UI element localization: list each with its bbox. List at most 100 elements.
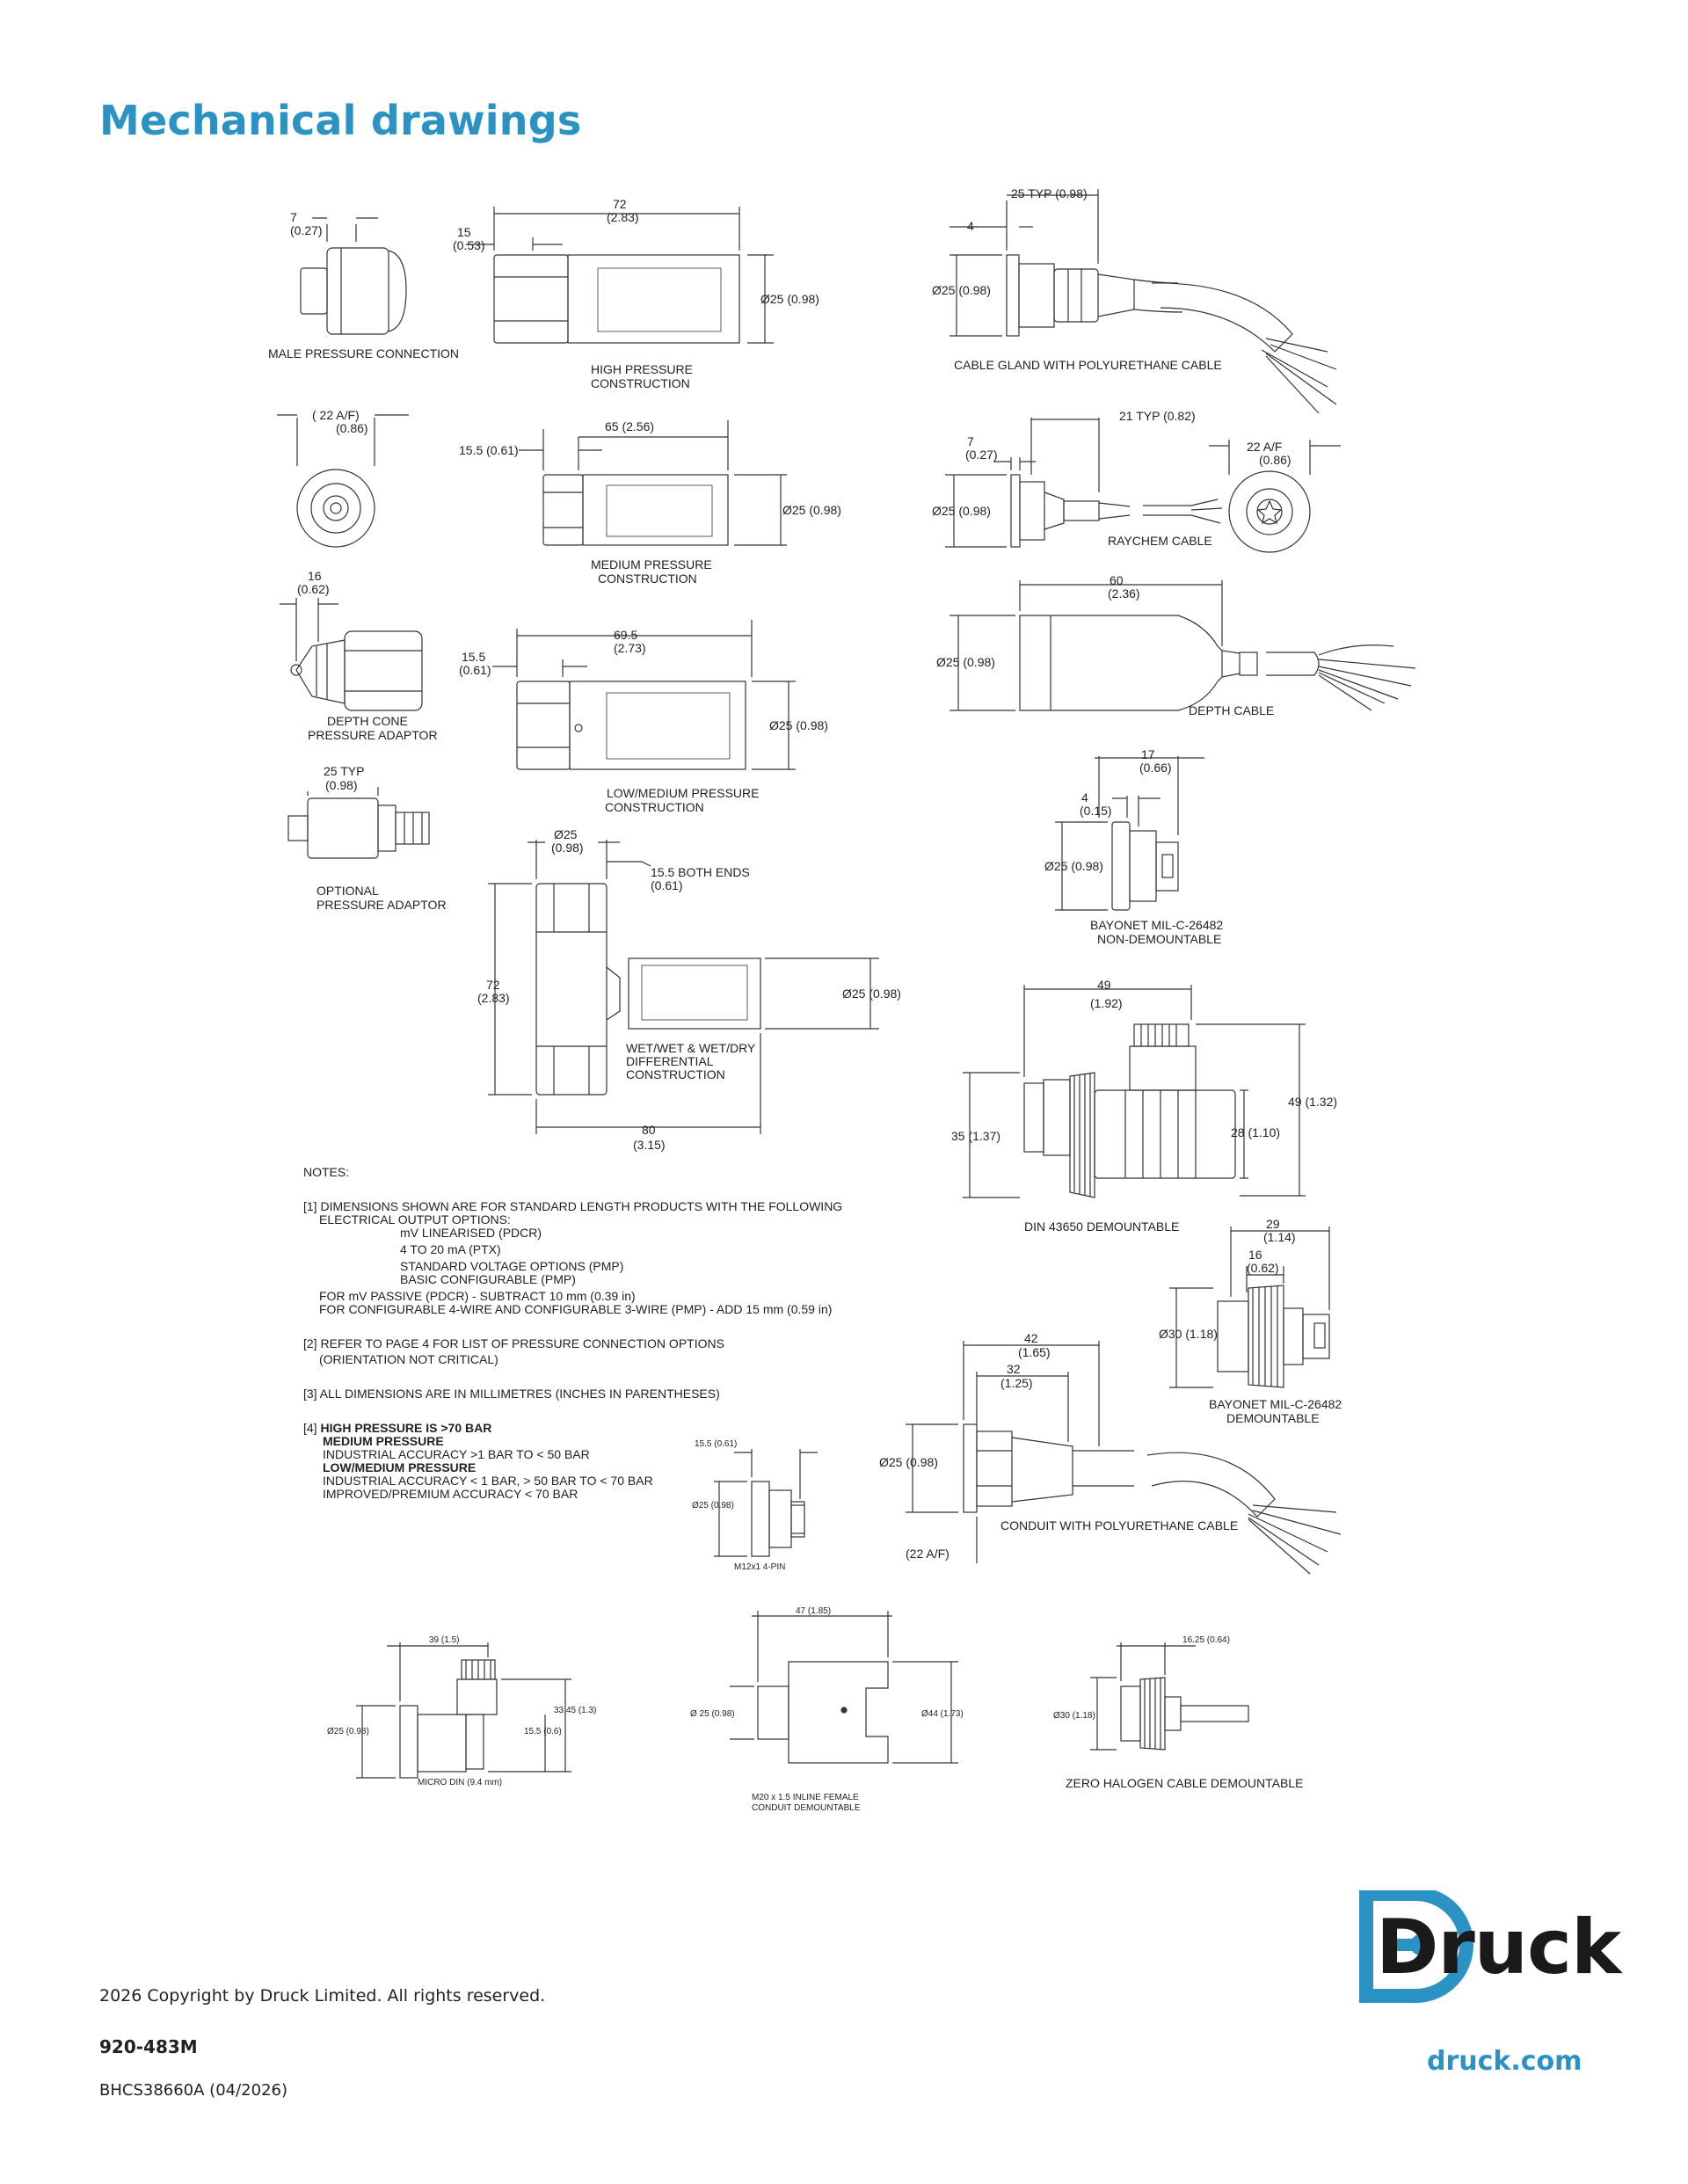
ww-dia: Ø25 (0.98) bbox=[842, 986, 901, 1001]
note-4c: INDUSTRIAL ACCURACY >1 BAR TO < 50 BAR bbox=[323, 1447, 590, 1461]
note-2a: [2] REFER TO PAGE 4 FOR LIST OF PRESSURE… bbox=[303, 1336, 724, 1350]
lm-caption-2: CONSTRUCTION bbox=[605, 800, 704, 814]
bn-caption-1: BAYONET MIL-C-26482 bbox=[1090, 918, 1223, 932]
hp-off: 15 bbox=[457, 225, 471, 239]
din43650-drawing bbox=[963, 985, 1306, 1198]
din-h: 49 (1.32) bbox=[1288, 1095, 1337, 1109]
bn-d4-in: (0.15) bbox=[1080, 804, 1112, 818]
md-d15: 15.5 (0.6) bbox=[524, 1727, 562, 1736]
druck-logo-icon bbox=[1359, 1890, 1473, 2003]
af-dim-in: (0.86) bbox=[336, 421, 368, 435]
bd-d29: 29 bbox=[1266, 1217, 1280, 1231]
brand-url[interactable]: druck.com bbox=[1427, 2046, 1582, 2077]
oa-typ: 25 TYP bbox=[324, 764, 364, 778]
cg-typ: 25 TYP (0.98) bbox=[1011, 186, 1088, 200]
bn-caption-2: NON-DEMOUNTABLE bbox=[1097, 932, 1221, 946]
notes-block: NOTES: [1] DIMENSIONS SHOWN ARE FOR STAN… bbox=[303, 1166, 848, 1501]
dcab-caption: DEPTH CABLE bbox=[1189, 703, 1274, 717]
male-caption: MALE PRESSURE CONNECTION bbox=[268, 346, 459, 360]
ww-both-in: (0.61) bbox=[651, 878, 683, 892]
note-1f: BASIC CONFIGURABLE (PMP) bbox=[400, 1272, 576, 1286]
lm-off-in: (0.61) bbox=[459, 663, 491, 677]
dcab-len: 60 bbox=[1110, 573, 1124, 587]
notes-heading: NOTES: bbox=[303, 1165, 350, 1179]
wetwet-drawing bbox=[488, 840, 879, 1134]
bd-caption-2: DEMOUNTABLE bbox=[1226, 1411, 1320, 1425]
din-caption: DIN 43650 DEMOUNTABLE bbox=[1024, 1219, 1179, 1234]
note-1g: FOR mV PASSIVE (PDCR) - SUBTRACT 10 mm (… bbox=[319, 1289, 636, 1303]
bn-d17-in: (0.66) bbox=[1139, 761, 1172, 775]
ray-dia: Ø25 (0.98) bbox=[932, 504, 991, 518]
depth-cable-drawing bbox=[950, 580, 1416, 711]
depth-cone-drawing bbox=[280, 598, 423, 711]
note-4d: LOW/MEDIUM PRESSURE bbox=[323, 1460, 477, 1474]
note-4f: IMPROVED/PREMIUM ACCURACY < 70 BAR bbox=[323, 1487, 578, 1501]
md-h: 33.45 (1.3) bbox=[554, 1706, 596, 1715]
ray-typ: 21 TYP (0.82) bbox=[1119, 409, 1196, 423]
note-1a: [1] DIMENSIONS SHOWN ARE FOR STANDARD LE… bbox=[303, 1199, 843, 1213]
note-1b: ELECTRICAL OUTPUT OPTIONS: bbox=[319, 1212, 511, 1227]
af-dim: ( 22 A/F) bbox=[312, 408, 360, 422]
lm-off: 15.5 bbox=[462, 650, 485, 664]
ray-af-in: (0.86) bbox=[1259, 453, 1291, 467]
zh-caption: ZERO HALOGEN CABLE DEMOUNTABLE bbox=[1066, 1776, 1303, 1790]
note-4-prefix: [4] bbox=[303, 1421, 321, 1435]
dc-dim-in: (0.62) bbox=[297, 582, 330, 596]
lm-len-in: (2.73) bbox=[614, 641, 646, 655]
bayonet-non-drawing bbox=[1055, 756, 1204, 911]
oa-typ-in: (0.98) bbox=[325, 778, 358, 792]
m20-dia44: Ø44 (1.73) bbox=[921, 1709, 964, 1719]
mechanical-drawings: 7 (0.27) MALE PRESSURE CONNECTION 72 (2.… bbox=[268, 186, 1416, 1813]
oa-caption-2: PRESSURE ADAPTOR bbox=[316, 898, 447, 912]
raychem-drawing bbox=[945, 418, 1341, 553]
bd-caption-1: BAYONET MIL-C-26482 bbox=[1209, 1397, 1342, 1411]
m20-dia: Ø 25 (0.98) bbox=[690, 1709, 735, 1719]
lm-caption-1: LOW/MEDIUM PRESSURE bbox=[607, 786, 759, 800]
ww-h-in: (2.83) bbox=[477, 991, 510, 1005]
md-dia: Ø25 (0.98) bbox=[327, 1727, 369, 1736]
mp-off: 15.5 (0.61) bbox=[459, 443, 519, 457]
bd-dia: Ø30 (1.18) bbox=[1159, 1327, 1218, 1341]
m12-drawing bbox=[714, 1449, 818, 1557]
hp-caption-2: CONSTRUCTION bbox=[591, 376, 690, 390]
hp-len-in: (2.83) bbox=[607, 210, 639, 224]
cable-gland-drawing bbox=[950, 189, 1337, 414]
co-af: (22 A/F) bbox=[906, 1547, 950, 1561]
zh-w: 16.25 (0.64) bbox=[1182, 1635, 1230, 1645]
m20-caption-1: M20 x 1.5 INLINE FEMALE bbox=[752, 1793, 859, 1802]
co-d32: 32 bbox=[1007, 1362, 1021, 1376]
hp-dia: Ø25 (0.98) bbox=[760, 292, 819, 306]
ww-len-in: (3.15) bbox=[633, 1138, 666, 1152]
bn-dia: Ø25 (0.98) bbox=[1044, 859, 1103, 873]
md-caption: MICRO DIN (9.4 mm) bbox=[418, 1778, 502, 1787]
mp-caption-1: MEDIUM PRESSURE bbox=[591, 557, 712, 571]
m12-off: 15.5 (0.61) bbox=[695, 1439, 737, 1449]
ray-caption: RAYCHEM CABLE bbox=[1108, 534, 1212, 548]
ww-caption-2: DIFFERENTIAL bbox=[626, 1054, 714, 1068]
cg-d4: 4 bbox=[967, 219, 974, 233]
dcab-dia: Ø25 (0.98) bbox=[936, 655, 995, 669]
note-1h: FOR CONFIGURABLE 4-WIRE AND CONFIGURABLE… bbox=[319, 1302, 833, 1316]
mp-caption-2: CONSTRUCTION bbox=[598, 571, 697, 586]
footer-doc-number: 920-483M bbox=[99, 2036, 198, 2057]
co-d32-in: (1.25) bbox=[1000, 1376, 1033, 1390]
oa-caption-1: OPTIONAL bbox=[316, 884, 379, 898]
din-w-in: (1.92) bbox=[1090, 996, 1123, 1010]
note-4b: MEDIUM PRESSURE bbox=[323, 1434, 444, 1448]
micro-din-drawing bbox=[356, 1642, 571, 1779]
m20-w: 47 (1.85) bbox=[796, 1606, 831, 1616]
bd-d16: 16 bbox=[1248, 1248, 1262, 1262]
ray-d7: 7 bbox=[967, 434, 974, 448]
lm-len: 69.5 bbox=[614, 628, 637, 642]
dc-dim: 16 bbox=[308, 569, 322, 583]
co-d42-in: (1.65) bbox=[1018, 1345, 1051, 1359]
dcab-len-in: (2.36) bbox=[1108, 586, 1140, 601]
male-dim-in: (0.27) bbox=[290, 223, 323, 237]
high-pressure-drawing bbox=[466, 207, 774, 344]
bd-d29-in: (1.14) bbox=[1263, 1230, 1296, 1244]
note-1c: mV LINEARISED (PDCR) bbox=[400, 1226, 542, 1240]
mp-len: 65 (2.56) bbox=[605, 419, 654, 433]
ray-af: 22 A/F bbox=[1247, 440, 1282, 454]
brand-wordmark: Druck bbox=[1376, 1904, 1621, 1991]
note-4e: INDUSTRIAL ACCURACY < 1 BAR, > 50 BAR TO… bbox=[323, 1474, 653, 1488]
